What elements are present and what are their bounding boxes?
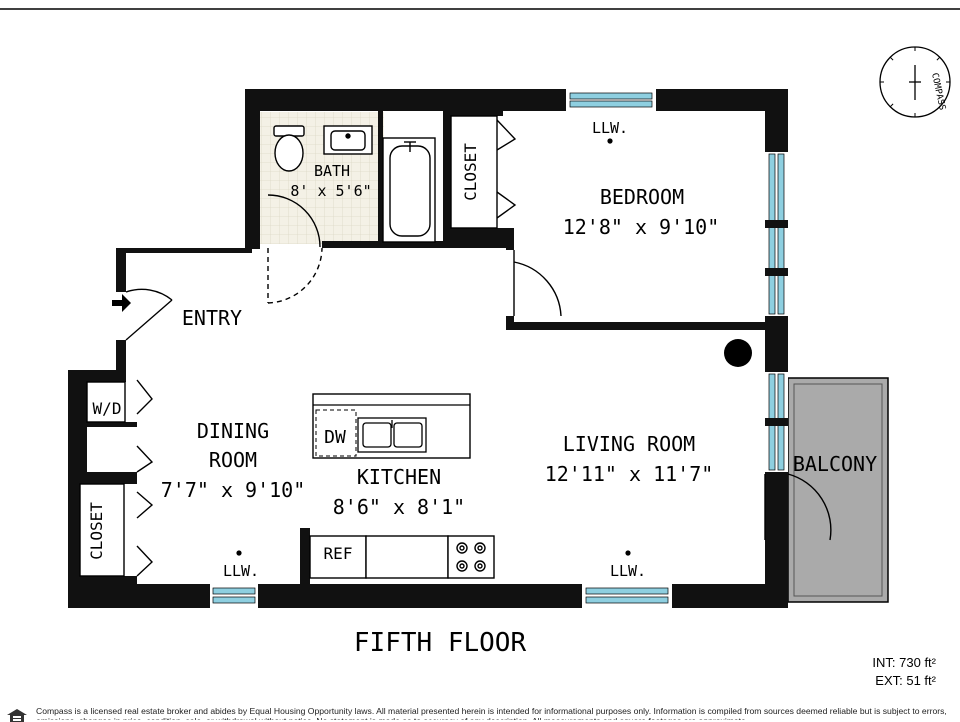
ref-label: REF <box>324 544 353 563</box>
toilet-icon <box>273 125 305 172</box>
dining-label-line2: ROOM <box>209 448 257 472</box>
light-label-bedroom: LLW. <box>592 119 628 137</box>
living-label: LIVING ROOM <box>563 432 695 456</box>
entry-label: ENTRY <box>182 306 242 330</box>
living-dims: 12'11" x 11'7" <box>545 462 714 486</box>
footer: Compass is a licensed real estate broker… <box>0 700 960 720</box>
light-dot-living <box>625 550 631 556</box>
bath-dims: 8' x 5'6" <box>290 182 371 200</box>
kitchen-sink-icon <box>357 417 427 453</box>
doors <box>125 119 832 577</box>
wd-label: W/D <box>93 399 122 418</box>
interior-area: INT: 730 ft² <box>872 655 936 670</box>
bedroom-label: BEDROOM <box>600 185 684 209</box>
closet-bottom-box <box>79 483 125 577</box>
light-dot-bedroom <box>607 138 613 144</box>
light-dot-dining <box>236 550 242 556</box>
closet-bottom-label: CLOSET <box>87 502 106 560</box>
kitchen-label: KITCHEN <box>357 465 441 489</box>
dining-label-line1: DINING <box>197 419 269 443</box>
balcony-area <box>787 377 889 603</box>
light-label-dining: LLW. <box>223 562 259 580</box>
balcony-label: BALCONY <box>793 452 877 476</box>
floor-label: FIFTH FLOOR <box>354 628 527 658</box>
entry-arrow-icon <box>112 294 131 312</box>
column <box>724 339 752 367</box>
windows <box>210 89 788 608</box>
bedroom-dims: 12'8" x 9'10" <box>563 215 720 239</box>
bath-label: BATH <box>314 162 350 180</box>
disclaimer-text: Compass is a licensed real estate broker… <box>36 706 947 720</box>
kitchen-island <box>312 393 471 459</box>
light-label-living: LLW. <box>610 562 646 580</box>
wd-box <box>86 381 126 423</box>
exterior-area: EXT: 51 ft² <box>875 673 936 688</box>
closet-top-box <box>450 115 498 229</box>
dw-label: DW <box>324 427 346 448</box>
kitchen-counter <box>309 535 495 579</box>
kitchen-dims: 8'6" x 8'1" <box>333 495 465 519</box>
bathtub-icon <box>382 137 436 243</box>
compass-icon: COMPASS <box>879 46 951 118</box>
stove-icon <box>456 542 486 572</box>
bath-sink-icon <box>323 125 373 155</box>
dining-dims: 7'7" x 9'10" <box>161 478 306 502</box>
closet-top-label: CLOSET <box>461 143 480 201</box>
